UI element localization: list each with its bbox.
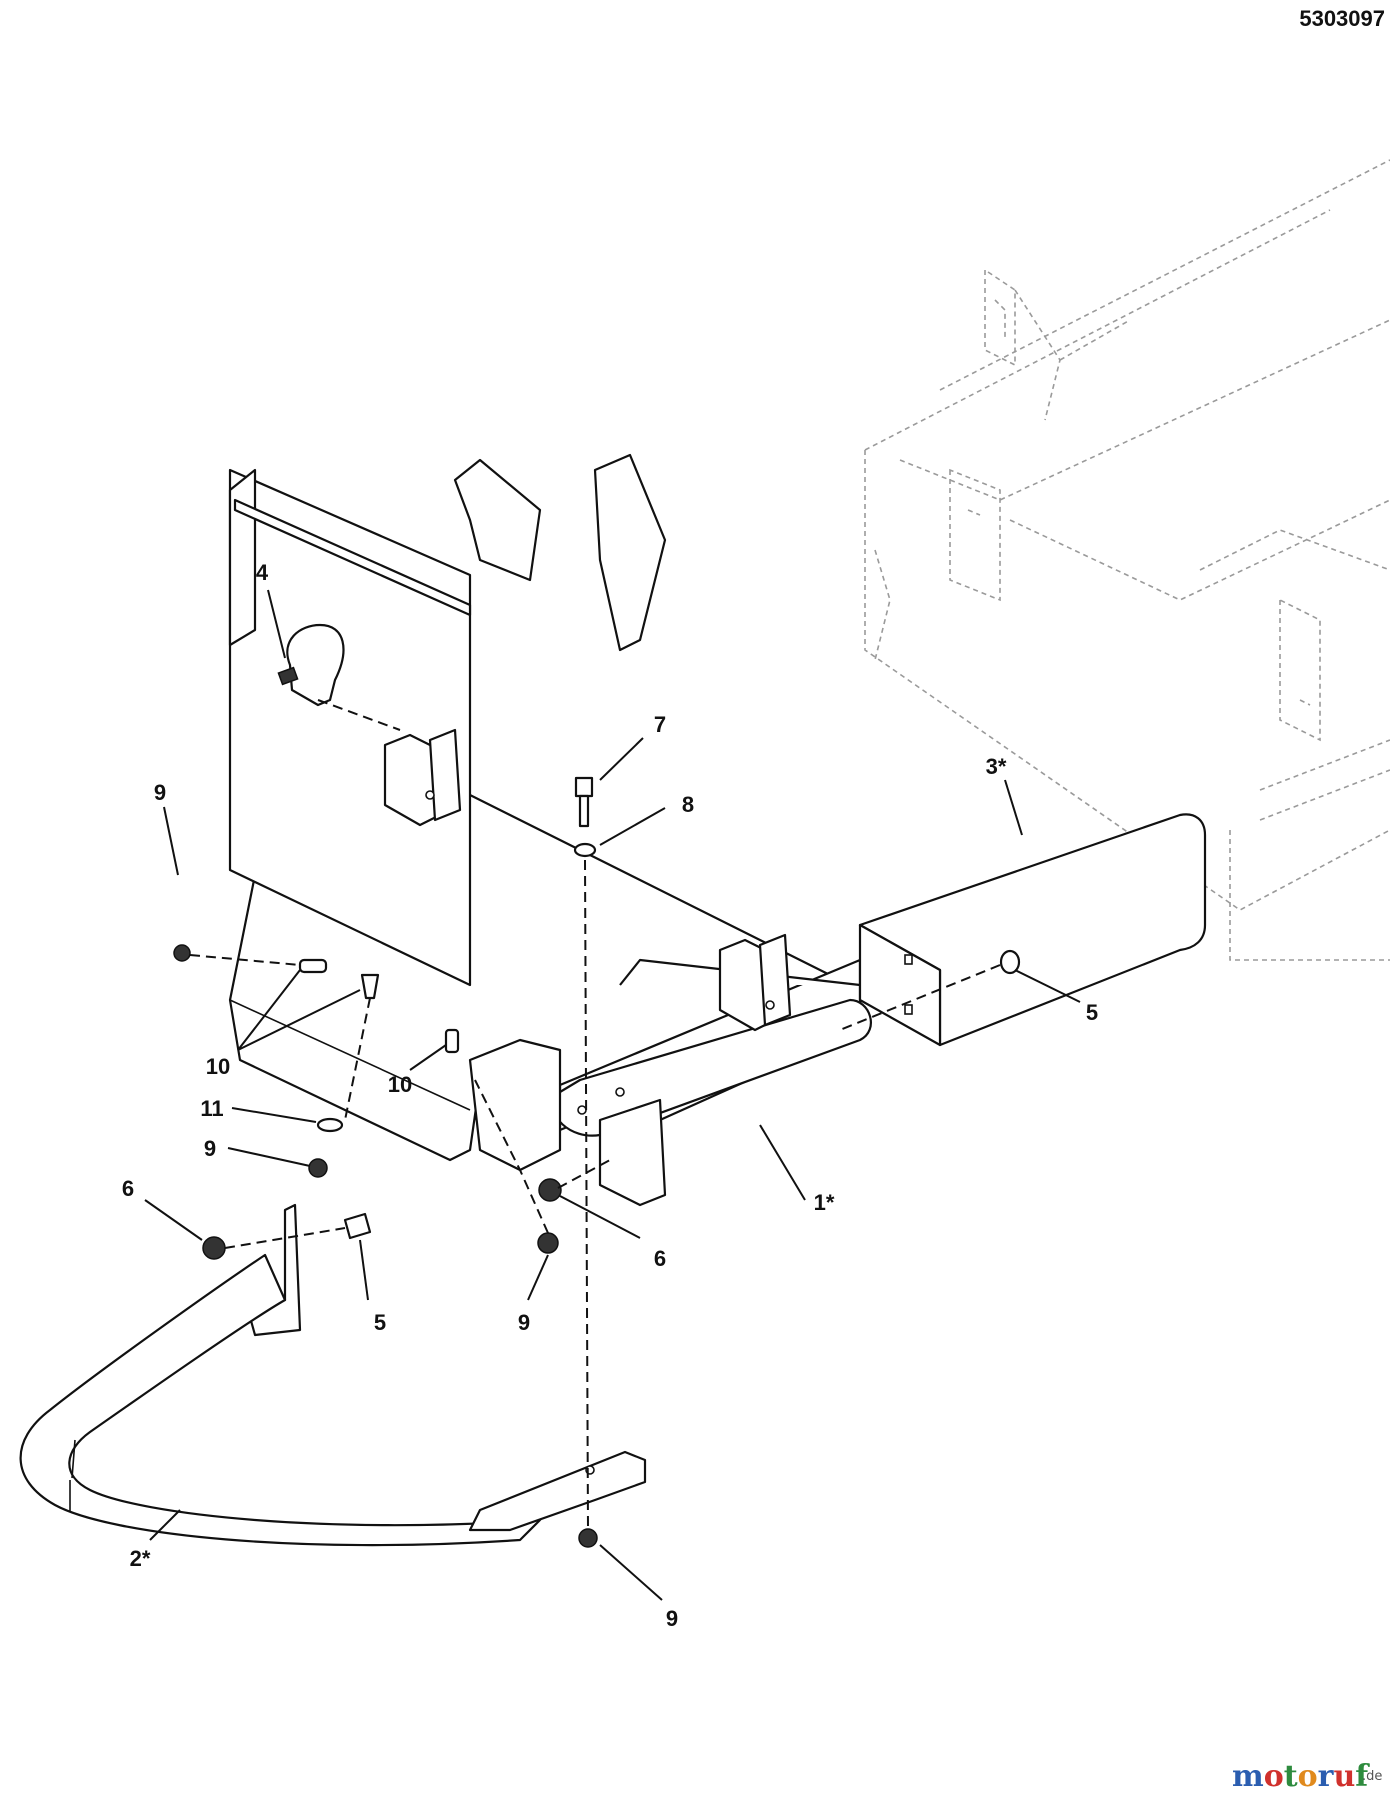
- callout-6: 6: [122, 1176, 134, 1201]
- lock-nut-icon: [538, 1178, 562, 1202]
- bumper-bar: [19, 1203, 647, 1547]
- hitch-pin-icon: [286, 623, 345, 707]
- bolt-icon: [574, 776, 594, 798]
- callout-11: 11: [200, 1096, 223, 1121]
- svg-text:.de: .de: [1362, 1769, 1382, 1784]
- plate-hole: [425, 790, 435, 800]
- plate-hole: [765, 1000, 775, 1010]
- svg-text:motoruf: motoruf: [1232, 1759, 1370, 1794]
- carriage-bolt-icon: [343, 1212, 372, 1240]
- ghost-mower-frame: [864, 159, 1390, 961]
- callout-10: 10: [206, 1054, 230, 1079]
- extension-plate: [858, 813, 1207, 1047]
- document-number: 5303097: [1299, 6, 1385, 31]
- callout-9: 9: [204, 1136, 216, 1161]
- washer-icon: [316, 1117, 344, 1133]
- watermark-logo: motoruf .de: [1232, 1759, 1382, 1794]
- callout-4: 4: [256, 560, 269, 585]
- callout-5: 5: [374, 1310, 386, 1335]
- hardware: [173, 623, 1021, 1548]
- callout-9: 9: [518, 1310, 530, 1335]
- clevis-pin-icon: [298, 958, 328, 974]
- nut-icon: [308, 1158, 328, 1178]
- callout-10: 10: [388, 1072, 412, 1097]
- main-bracket-plate: [228, 453, 872, 1207]
- plate-hole: [577, 1105, 587, 1115]
- nut-icon: [537, 1232, 559, 1254]
- callout-9: 9: [154, 780, 166, 805]
- callout-labels: 4 7 8 9 3* 5 10 10 11 9 1* 6 6 5 9 2* 9: [122, 560, 1098, 1631]
- clevis-pin-icon: [360, 973, 380, 1000]
- plate-hole: [615, 1087, 625, 1097]
- callout-2: 2*: [130, 1546, 151, 1571]
- callout-3: 3*: [986, 754, 1007, 779]
- callout-8: 8: [682, 792, 694, 817]
- lock-nut-icon: [202, 1236, 226, 1260]
- callout-9: 9: [666, 1606, 678, 1631]
- carriage-bolt-icon: [999, 949, 1021, 975]
- callout-7: 7: [654, 712, 666, 737]
- callout-1: 1*: [814, 1190, 835, 1215]
- washer-icon: [573, 842, 597, 858]
- assembly-lines: [189, 699, 1001, 1531]
- nut-icon: [578, 1528, 598, 1548]
- nut-icon: [173, 944, 191, 962]
- callout-5: 5: [1086, 1000, 1098, 1025]
- callout-6: 6: [654, 1246, 666, 1271]
- leader-lines: [144, 589, 1081, 1601]
- clevis-pin-icon: [444, 1028, 460, 1054]
